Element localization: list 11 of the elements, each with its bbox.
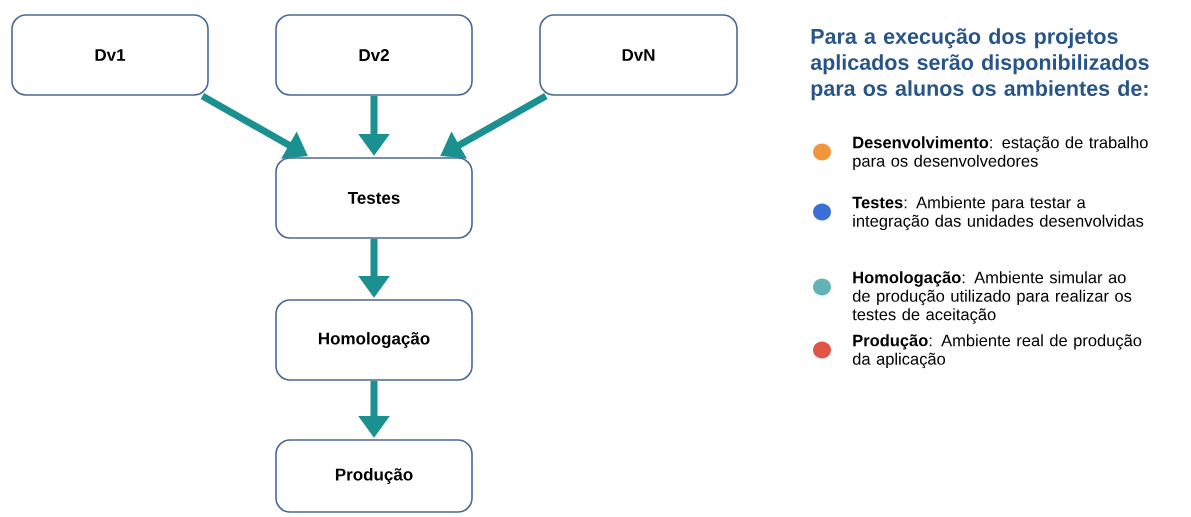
process-box: DvN [539,14,738,96]
legend-text: Homologação: Ambiente simular ao de produção utilizado para realizar os testes de aceitação [852,271,1132,324]
legend-text: Produção: Ambiente real de produção da aplicação [852,334,1142,369]
process-box: Dv1 [11,14,209,96]
heading: Para a execução dos projetos aplicados serão disponibilizados para os alunos os ambientes de: [810,28,1149,101]
process-box: Dv2 [275,14,473,96]
process-box: Produção [275,439,473,513]
process-box: Testes [275,157,473,239]
legend-text: Testes: Ambiente para testar a integração das unidades desenvolvidas [852,196,1144,231]
process-box: Homologação [275,299,473,381]
legend-text: Desenvolvimento: estação de trabalho para os desenvolvedores [853,136,1148,171]
